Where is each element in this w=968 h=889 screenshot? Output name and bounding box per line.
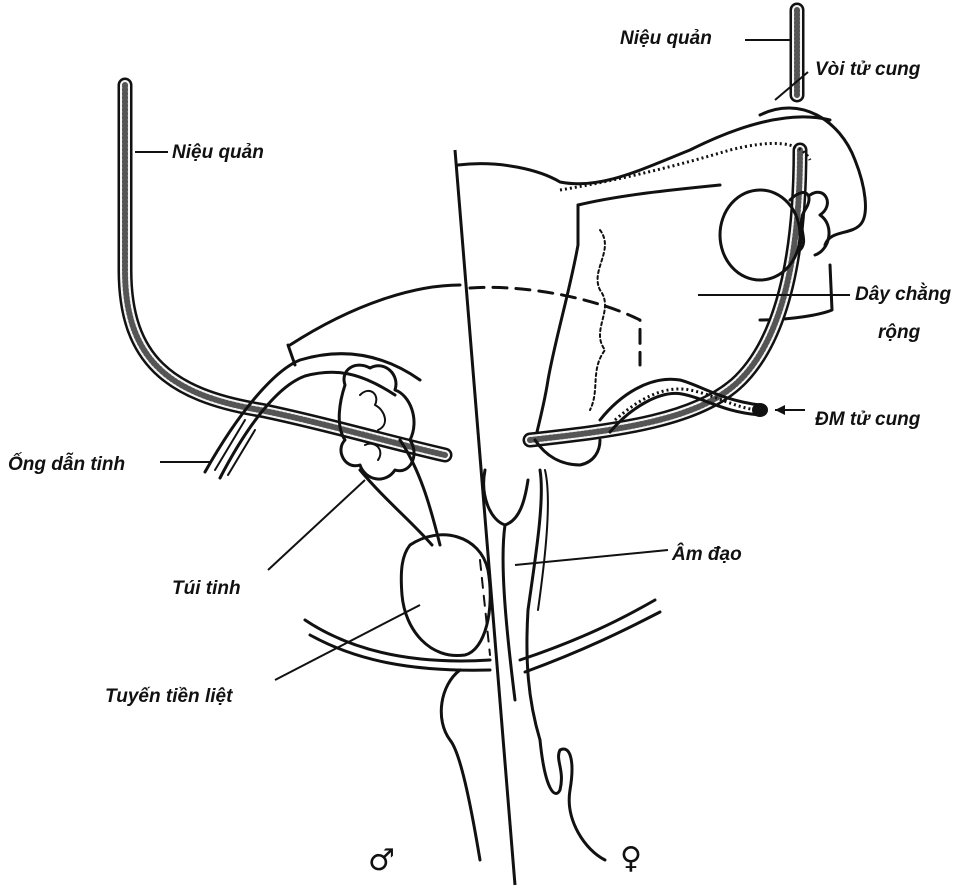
pelvic-floor-female xyxy=(520,600,655,660)
leader-vagina xyxy=(515,550,668,565)
label-ureter-male: Niệu quản xyxy=(172,142,264,163)
pelvic-floor-male-inner xyxy=(310,635,490,670)
male-bladder-outline xyxy=(288,285,460,365)
label-uterine-artery: ĐM tử cung xyxy=(815,409,921,430)
female-symbol: ♀ xyxy=(620,841,642,876)
leader-prostate xyxy=(275,605,420,680)
broad-ligament-wavy xyxy=(590,230,605,410)
female-ureter xyxy=(530,10,800,440)
label-vagina: Âm đạo xyxy=(671,543,742,565)
prostate-gland xyxy=(401,535,490,656)
label-broad-ligament-line1: Dây chằng xyxy=(855,283,951,305)
pelvic-floor-female-inner xyxy=(525,612,660,672)
leader-seminal-vesicle xyxy=(268,480,365,570)
broad-ligament-top xyxy=(578,185,720,205)
label-seminal-vesicle: Túi tinh xyxy=(172,578,241,599)
label-fallopian-tube: Vòi tử cung xyxy=(815,59,921,80)
label-broad-ligament-line2: rộng xyxy=(878,322,921,343)
label-prostate: Tuyến tiền liệt xyxy=(105,686,233,707)
broad-ligament-left-edge xyxy=(535,205,578,440)
male-symbol: ♂ xyxy=(368,843,395,878)
label-ureter-female: Niệu quản xyxy=(620,28,712,49)
fallopian-tube xyxy=(560,108,865,255)
male-urethra-bulb xyxy=(441,670,480,860)
male-ureter xyxy=(125,85,445,455)
arrow-uterine-artery xyxy=(775,405,785,415)
bladder-dashed-outline xyxy=(470,287,640,365)
label-vas-deferens: Ống dẫn tinh xyxy=(8,453,125,475)
